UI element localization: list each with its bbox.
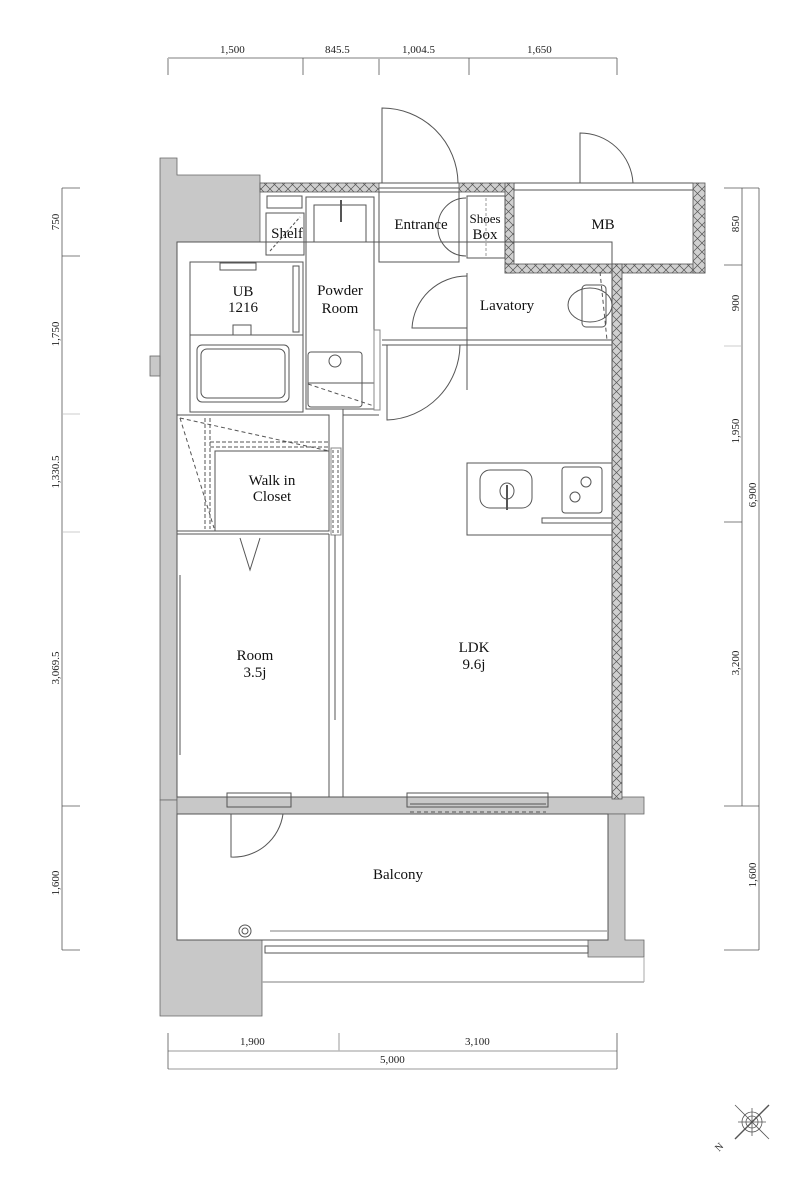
label-balcony: Balcony bbox=[373, 867, 423, 883]
dim-top-3: 1,004.5 bbox=[402, 44, 435, 56]
compass-rose-icon bbox=[734, 1104, 770, 1140]
dim-top-4: 1,650 bbox=[527, 44, 552, 56]
label-powder-room-line1: Powder bbox=[317, 283, 363, 299]
dim-right-5: 1,600 bbox=[747, 862, 759, 888]
label-ldk: LDK bbox=[458, 640, 490, 656]
label-ldk-size: 9.6j bbox=[462, 657, 486, 673]
label-powder-room-line2: Room bbox=[321, 301, 359, 317]
label-room-size: 3.5j bbox=[243, 665, 267, 681]
label-shoes-box-line1: Shoes bbox=[469, 211, 501, 226]
dim-right-total: 6,900 bbox=[747, 482, 759, 508]
dim-bottom-1: 1,900 bbox=[240, 1036, 265, 1048]
structural-walls bbox=[149, 157, 645, 1017]
dim-right-1: 850 bbox=[730, 215, 742, 233]
dim-left-1: 750 bbox=[50, 213, 62, 231]
label-lavatory: Lavatory bbox=[479, 298, 535, 314]
label-walk-in-closet-line2: Closet bbox=[252, 489, 292, 505]
hatched-walls bbox=[259, 182, 706, 800]
label-shelf: Shelf bbox=[271, 226, 303, 242]
interior-walls bbox=[176, 107, 693, 983]
dim-bottom-total: 5,000 bbox=[380, 1054, 405, 1066]
dim-top-1: 1,500 bbox=[220, 44, 245, 56]
dim-right-4: 3,200 bbox=[730, 650, 742, 676]
dim-top-2: 845.5 bbox=[325, 44, 350, 56]
dimension-lines bbox=[61, 57, 760, 1070]
label-ub: UB bbox=[232, 284, 254, 300]
dim-left-4: 3,069.5 bbox=[50, 651, 62, 685]
dim-bottom-2: 3,100 bbox=[465, 1036, 490, 1048]
label-entrance: Entrance bbox=[394, 217, 448, 233]
dim-right-2: 900 bbox=[730, 294, 742, 312]
label-ub-size: 1216 bbox=[228, 300, 258, 316]
dim-left-5: 1,600 bbox=[50, 870, 62, 896]
dim-left-3: 1,330.5 bbox=[50, 455, 62, 489]
dim-left-2: 1,750 bbox=[50, 321, 62, 347]
label-mb: MB bbox=[591, 217, 615, 233]
label-room: Room bbox=[236, 648, 274, 664]
label-walk-in-closet-line1: Walk in bbox=[248, 473, 296, 489]
dim-right-3: 1,950 bbox=[730, 418, 742, 444]
label-shoes-box-line2: Box bbox=[472, 227, 498, 243]
